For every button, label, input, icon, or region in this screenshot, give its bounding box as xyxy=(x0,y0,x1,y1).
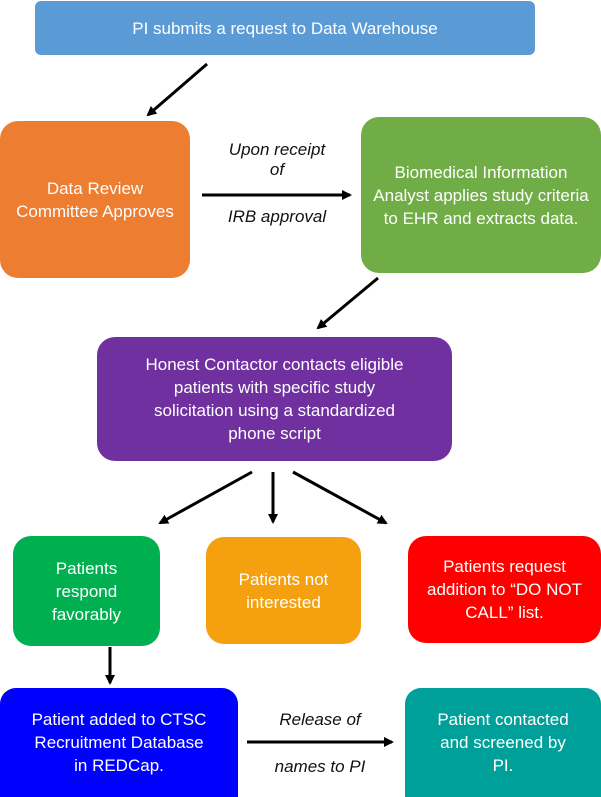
node-honest-contactor: Honest Contactor contacts eligible patie… xyxy=(97,337,452,461)
node-biomedical-analyst: Biomedical Information Analyst applies s… xyxy=(361,117,601,273)
node-honest-contactor-text: Honest Contactor contacts eligible patie… xyxy=(145,355,404,443)
node-ctsc-database-text: Patient added to CTSC Recruitment Databa… xyxy=(31,710,207,775)
arrow-request-to-drc xyxy=(146,62,208,117)
node-screened-by-pi: Patient contacted and screened by PI. xyxy=(405,688,601,797)
arrow-honest-to-favorable xyxy=(158,470,253,525)
node-do-not-call: Patients request addition to “DO NOT CAL… xyxy=(408,536,601,643)
arrow-honest-to-dnc xyxy=(292,470,388,525)
node-screened-by-pi-text: Patient contacted and screened by PI. xyxy=(437,710,569,775)
node-patients-favorable-text: Patients respond favorably xyxy=(52,558,121,624)
node-pi-request-text: PI submits a request to Data Warehouse xyxy=(132,18,438,38)
node-do-not-call-text: Patients request addition to “DO NOT CAL… xyxy=(427,557,582,622)
edge-label-release-top: Release of xyxy=(279,710,361,729)
edge-label-release-bottom: names to PI xyxy=(274,757,366,776)
node-data-review-committee: Data Review Committee Approves xyxy=(0,121,190,278)
edge-label-irb-bottom: IRB approval xyxy=(227,207,327,226)
node-patients-not-interested-text: Patients not interested xyxy=(238,569,329,612)
edge-label-irb-top: Upon receipt of xyxy=(228,140,326,179)
node-pi-request: PI submits a request to Data Warehouse xyxy=(35,1,535,55)
node-data-review-committee-text: Data Review Committee Approves xyxy=(16,178,174,221)
node-biomedical-analyst-text: Biomedical Information Analyst applies s… xyxy=(373,162,589,228)
node-ctsc-database: Patient added to CTSC Recruitment Databa… xyxy=(0,688,238,797)
node-patients-favorable: Patients respond favorably xyxy=(13,536,160,646)
node-patients-not-interested: Patients not interested xyxy=(206,537,361,644)
arrow-bia-to-honest xyxy=(316,276,379,330)
